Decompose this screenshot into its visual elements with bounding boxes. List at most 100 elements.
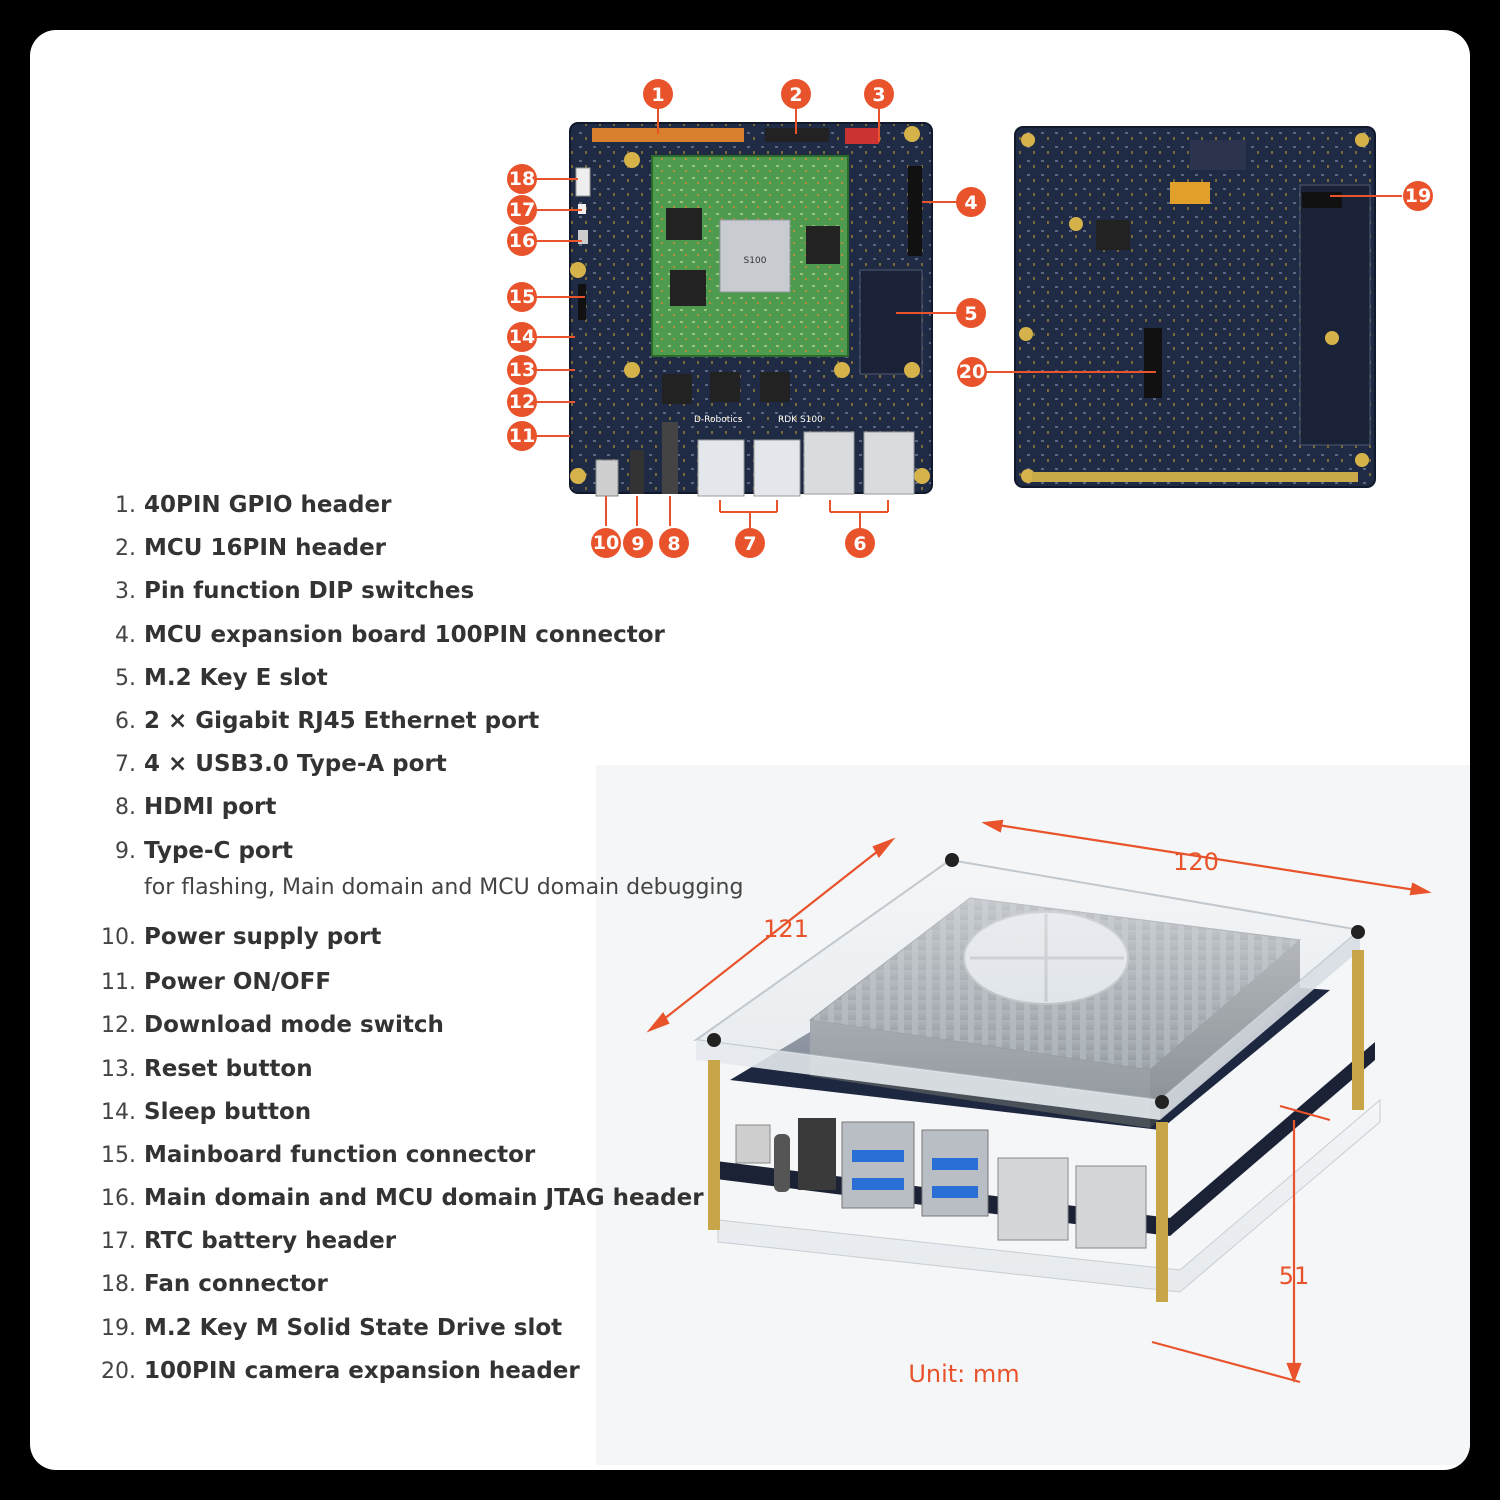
list-label: Mainboard function connector — [144, 1142, 536, 1168]
list-number: 16. — [101, 1185, 136, 1211]
svg-text:9: 9 — [631, 533, 644, 555]
soc-chip — [719, 219, 791, 293]
fan-connector — [575, 167, 591, 197]
list-number: 6. — [115, 708, 136, 734]
svg-text:13: 13 — [509, 359, 535, 381]
list-number: 14. — [101, 1099, 136, 1125]
typec-port — [630, 450, 644, 494]
list-item: 9. Type-C port — [94, 831, 794, 871]
board-top-view: S100 D-Robotics RDK S100 — [569, 122, 933, 497]
svg-text:7: 7 — [743, 533, 756, 555]
list-label: Power supply port — [144, 924, 382, 950]
list-label: 2 × Gigabit RJ45 Ethernet port — [144, 708, 540, 734]
callout-badge-16: 16 — [507, 226, 537, 256]
list-label: Main domain and MCU domain JTAG header — [144, 1185, 704, 1211]
spec-card: S100 D-Robotics RDK S100 — [30, 30, 1470, 1470]
callout-badge-20: 20 — [957, 357, 987, 387]
list-label: 40PIN GPIO header — [144, 492, 392, 518]
svg-text:14: 14 — [509, 326, 535, 348]
list-item: 12. Download mode switch — [94, 1005, 794, 1045]
callout-badge-13: 13 — [507, 355, 537, 385]
svg-text:3: 3 — [872, 84, 885, 106]
board-model: RDK S100 — [778, 415, 823, 425]
svg-text:4: 4 — [964, 192, 977, 214]
list-item: 17.RTC battery header — [94, 1221, 794, 1261]
list-label: M.2 Key E slot — [144, 665, 328, 691]
list-number: 9. — [115, 838, 136, 864]
soc-label: S100 — [744, 256, 767, 266]
list-item: 19.M.2 Key M Solid State Drive slot — [94, 1308, 794, 1348]
list-label: Pin function DIP switches — [144, 578, 475, 604]
hdmi-port — [662, 422, 678, 494]
list-item: 2.MCU 16PIN header — [94, 528, 794, 568]
list-number: 18. — [101, 1271, 136, 1297]
list-label: Type-C port — [144, 838, 294, 864]
list-label: Download mode switch — [144, 1012, 444, 1038]
list-item: 15. Mainboard function connector — [94, 1135, 794, 1175]
callout-badge-17: 17 — [507, 195, 537, 225]
list-label: Reset button — [144, 1056, 313, 1082]
board-bottom-view — [1014, 126, 1376, 488]
list-number: 13. — [101, 1056, 136, 1082]
callout-badge-15: 15 — [507, 282, 537, 312]
camera-header — [1144, 328, 1162, 398]
svg-text:18: 18 — [509, 168, 535, 190]
svg-text:6: 6 — [853, 533, 866, 555]
m2-key-e-slot — [859, 269, 923, 375]
m2-key-m-slot — [1299, 184, 1371, 446]
list-label: 4 × USB3.0 Type-A port — [144, 751, 447, 777]
callout-badge-10: 10 — [591, 528, 621, 558]
svg-text:2: 2 — [789, 84, 802, 106]
list-item: 1.40PIN GPIO header — [94, 485, 794, 525]
list-number: 8. — [115, 794, 136, 820]
list-item: 11.Power ON/OFF — [94, 962, 794, 1002]
list-number: 12. — [101, 1012, 136, 1038]
svg-text:19: 19 — [1405, 185, 1431, 207]
rj45-port-2 — [863, 431, 915, 495]
list-item: 3. Pin function DIP switches — [94, 571, 794, 611]
mcu-expansion-connector — [908, 166, 922, 256]
list-number: 4. — [115, 622, 136, 648]
list-number: 3. — [115, 578, 136, 604]
list-number: 11. — [101, 969, 136, 995]
dip-switches — [845, 128, 879, 144]
svg-text:8: 8 — [667, 533, 680, 555]
list-number: 5. — [115, 665, 136, 691]
illustration-layer: S100 D-Robotics RDK S100 — [507, 79, 1470, 1465]
board-brand: D-Robotics — [694, 415, 743, 425]
callout-badge-14: 14 — [507, 322, 537, 352]
mcu-header — [765, 128, 829, 142]
list-item: 6. 2 × Gigabit RJ45 Ethernet port — [94, 701, 794, 741]
callout-badge-6: 6 — [845, 528, 875, 558]
usb-port-2 — [753, 439, 801, 497]
list-label: RTC battery header — [144, 1228, 397, 1254]
callout-badge-19: 19 — [1403, 181, 1433, 211]
svg-text:1: 1 — [651, 84, 664, 106]
list-item: 14.Sleep button — [94, 1092, 794, 1132]
list-item: 10. Power supply port — [94, 917, 794, 957]
gpio-header — [592, 128, 744, 142]
list-item: 13. Reset button — [94, 1049, 794, 1089]
callout-badge-4: 4 — [956, 187, 986, 217]
list-item: 18. Fan connector — [94, 1264, 794, 1304]
list-number: 20. — [101, 1358, 136, 1384]
list-item: 8. HDMI port — [94, 787, 794, 827]
list-label: Fan connector — [144, 1271, 328, 1297]
list-item: 5. M.2 Key E slot — [94, 658, 794, 698]
list-label: M.2 Key M Solid State Drive slot — [144, 1315, 563, 1341]
list-item: 16. Main domain and MCU domain JTAG heade… — [94, 1178, 794, 1218]
unit-label: Unit: mm — [908, 1360, 1019, 1388]
list-number: 10. — [101, 924, 136, 950]
svg-text:12: 12 — [509, 391, 535, 413]
typec-note: for flashing, Main domain and MCU domain… — [144, 875, 744, 900]
callout-badge-18: 18 — [507, 164, 537, 194]
svg-text:11: 11 — [509, 425, 535, 447]
list-number: 15. — [101, 1142, 136, 1168]
usb-port-1 — [697, 439, 745, 497]
svg-text:20: 20 — [959, 361, 985, 383]
callout-badge-8: 8 — [659, 528, 689, 558]
svg-text:15: 15 — [509, 286, 535, 308]
callout-badge-7: 7 — [735, 528, 765, 558]
list-number: 7. — [115, 751, 136, 777]
list-label: HDMI port — [144, 794, 277, 820]
